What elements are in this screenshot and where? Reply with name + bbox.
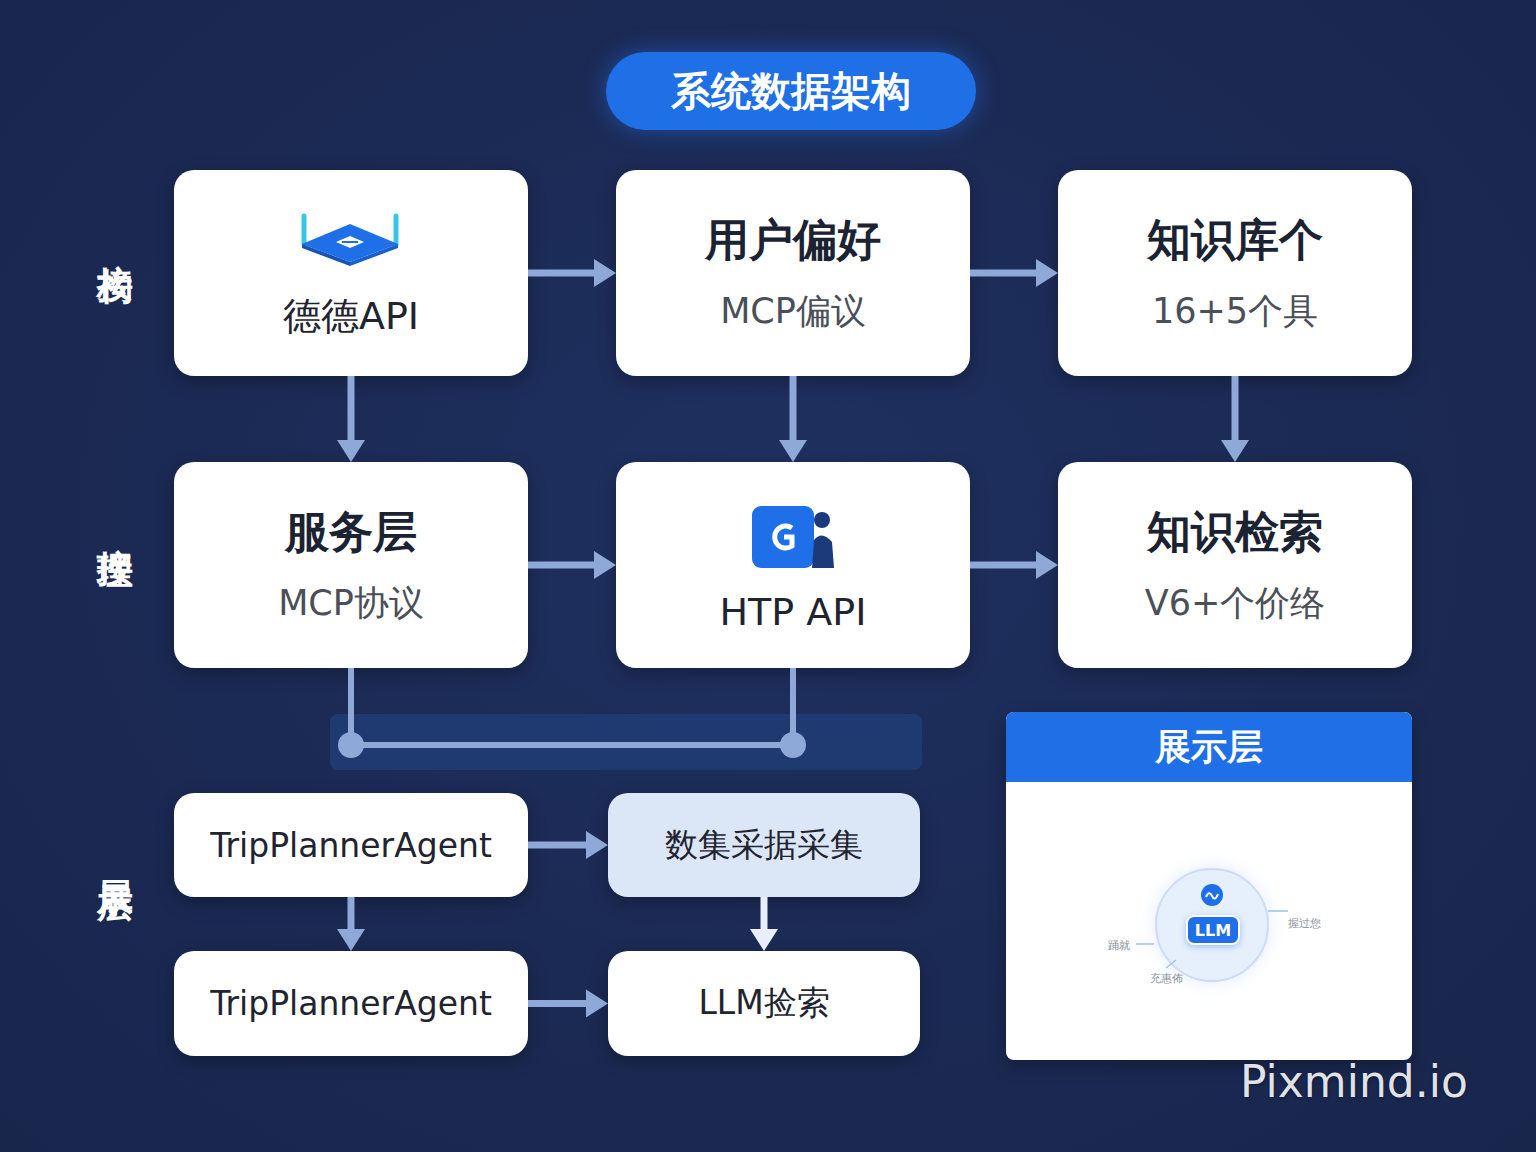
node-title: TripPlannerAgent [210, 984, 492, 1023]
connector-line [528, 562, 598, 569]
connector-line [528, 270, 598, 277]
connector-line [761, 897, 768, 933]
connector-line [528, 842, 590, 849]
node-title: TripPlannerAgent [210, 826, 492, 865]
node-subtitle: MCP协议 [278, 580, 424, 627]
node-title: 德德API [283, 291, 419, 342]
flow-arrow [1221, 376, 1249, 462]
band-rect [330, 714, 922, 770]
arrow-head [1221, 440, 1249, 462]
node-title: 知识检索 [1147, 503, 1323, 562]
node-title: 知识库个 [1147, 211, 1323, 270]
arrow-head [586, 990, 608, 1018]
api-icon [752, 506, 834, 570]
connector-line [348, 376, 355, 444]
node-title: 用户偏好 [705, 211, 881, 270]
agent-box: TripPlannerAgent [174, 951, 528, 1056]
annotation: 踊就 [1108, 938, 1130, 953]
node-title: LLM捡索 [698, 981, 829, 1026]
bus-connector [338, 668, 806, 758]
panel-header: 展示层 [1006, 712, 1412, 782]
flow-arrow [970, 551, 1058, 579]
layer-label: 接构 [90, 236, 139, 244]
arrow-head [594, 259, 616, 287]
connector-line [348, 897, 355, 933]
node-title: HTP API [720, 590, 867, 634]
flow-arrow [528, 990, 608, 1018]
flow-arrow [750, 897, 778, 951]
watermark: Pixmind.io [1240, 1056, 1468, 1107]
flow-arrow [779, 376, 807, 462]
connector-line [970, 562, 1040, 569]
node-title: 展示层 [1155, 723, 1263, 772]
node-title: 数集采据采集 [665, 823, 863, 868]
agent-box: TripPlannerAgent [174, 793, 528, 897]
flow-arrow [528, 551, 616, 579]
layer-label: 接理 [90, 520, 139, 528]
node-title: 服务层 [285, 503, 417, 562]
process-box: 知识库个 16+5个具 [1058, 170, 1412, 376]
router-icon [298, 212, 404, 266]
node-subtitle: V6+个价络 [1145, 580, 1326, 627]
connector-line [528, 1000, 590, 1007]
connector-line [790, 376, 797, 444]
title-pill: 系统数据架构 [606, 52, 976, 130]
arrow-head [337, 440, 365, 462]
connector-line [970, 270, 1040, 277]
annotation: 充惠佈 [1150, 971, 1183, 986]
node-subtitle: MCP偏议 [720, 288, 866, 335]
flow-arrow [337, 376, 365, 462]
api-box: 德德API [174, 170, 528, 376]
flow-arrow [528, 831, 608, 859]
arrow-head [779, 440, 807, 462]
flow-arrow [970, 259, 1058, 287]
llm-pill: LLM [1186, 915, 1240, 945]
arrow-head [337, 929, 365, 951]
arrow-head [594, 551, 616, 579]
connector-line [1232, 376, 1239, 444]
arrow-head [750, 929, 778, 951]
layer-label: 展示层 [90, 852, 139, 864]
bus-joint [780, 732, 806, 758]
arrow-head [1036, 551, 1058, 579]
annotation: 握过您 [1288, 916, 1321, 931]
process-box: 用户偏好 MCP偏议 [616, 170, 970, 376]
flow-arrow [337, 897, 365, 951]
bus-joint [338, 732, 364, 758]
process-box: 数集采据采集 [608, 793, 920, 897]
process-box: LLM捡索 [608, 951, 920, 1056]
node-subtitle: 16+5个具 [1152, 288, 1318, 335]
connector-line [351, 668, 793, 745]
flow-arrow [528, 259, 616, 287]
process-box: 服务层 MCP协议 [174, 462, 528, 668]
arrow-head [1036, 259, 1058, 287]
process-box: 知识检索 V6+个价络 [1058, 462, 1412, 668]
node-title: LLM [1195, 921, 1231, 940]
arrow-head [586, 831, 608, 859]
